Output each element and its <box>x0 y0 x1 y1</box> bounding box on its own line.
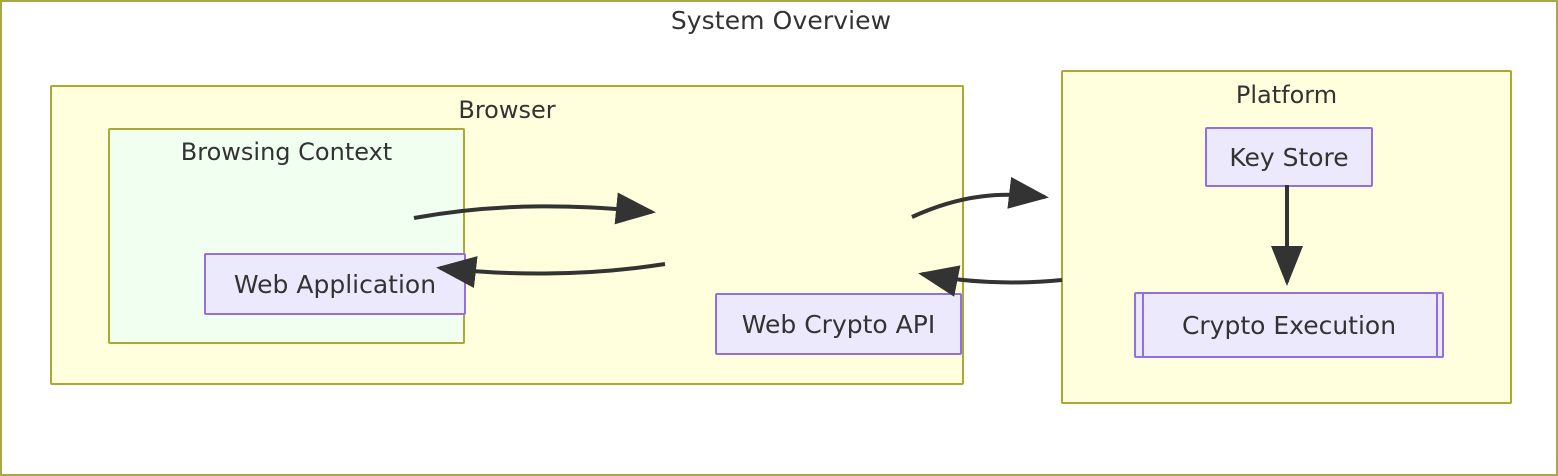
cluster-platform-label: Platform <box>1235 81 1338 109</box>
cluster-browsing-context[interactable]: Browsing Context Web Application <box>108 128 466 344</box>
subroutine-left-bar-icon <box>1142 292 1144 358</box>
cluster-browsing-context-label: Browsing Context <box>180 138 393 166</box>
node-key-store[interactable]: Key Store <box>1205 127 1373 187</box>
node-web-application-label: Web Application <box>233 269 437 299</box>
cluster-platform[interactable]: Platform Key Store Crypto Execution <box>1061 70 1512 404</box>
page-title: System Overview <box>670 6 892 35</box>
node-web-application[interactable]: Web Application <box>204 253 466 315</box>
cluster-browser-label: Browser <box>458 96 556 124</box>
subroutine-right-bar-icon <box>1436 292 1438 358</box>
node-crypto-execution-label: Crypto Execution <box>1181 310 1397 340</box>
node-key-store-label: Key Store <box>1229 142 1349 172</box>
cluster-browser[interactable]: Browser Browsing Context Web Application… <box>50 85 964 385</box>
node-web-crypto-api-label: Web Crypto API <box>741 309 936 339</box>
node-web-crypto-api[interactable]: Web Crypto API <box>715 293 962 355</box>
node-crypto-execution[interactable]: Crypto Execution <box>1134 292 1444 358</box>
